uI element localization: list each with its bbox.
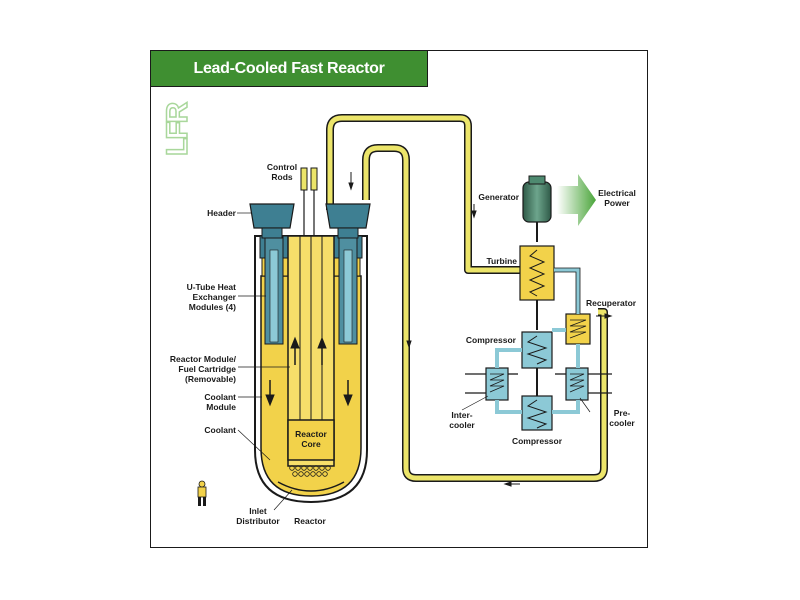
control-rods bbox=[300, 167, 318, 236]
control-rods-label-1: Control bbox=[267, 162, 297, 172]
compressor-upper-label: Compressor bbox=[466, 335, 517, 345]
recuperator bbox=[565, 313, 591, 345]
coolant-piping bbox=[326, 114, 608, 482]
fuel-pin-lattice bbox=[289, 465, 331, 477]
header-label: Header bbox=[207, 208, 237, 218]
precooler-label-1: Pre- bbox=[614, 408, 631, 418]
electrical-power-arrow bbox=[557, 174, 596, 226]
generator-label: Generator bbox=[478, 192, 519, 202]
u-tube-heat-exchangers bbox=[264, 235, 358, 345]
reactor-module-label-3: (Removable) bbox=[185, 374, 236, 384]
leader-lines bbox=[237, 212, 591, 511]
precooler-label-2: cooler bbox=[609, 418, 635, 428]
coolant-label: Coolant bbox=[204, 425, 236, 435]
gas-loop-piping bbox=[495, 268, 580, 414]
intercooler bbox=[485, 367, 509, 401]
compressor-lower bbox=[521, 395, 553, 431]
title-banner: Lead-Cooled Fast Reactor bbox=[151, 51, 428, 87]
control-rods-label-2: Rods bbox=[271, 172, 293, 182]
reactor-module-label-2: Fuel Cartridge bbox=[178, 364, 236, 374]
pipe-flow-arrows bbox=[348, 172, 613, 487]
turbine bbox=[519, 245, 555, 301]
inlet-distributor-label-1: Inlet bbox=[249, 506, 267, 516]
inlet-distributor-label-2: Distributor bbox=[236, 516, 280, 526]
intercooler-label-2: cooler bbox=[449, 420, 475, 430]
lfr-logo: LFR bbox=[161, 101, 194, 156]
u-tube-label-2: Exchanger bbox=[193, 292, 237, 302]
reactor-core-label-2: Core bbox=[301, 439, 321, 449]
electrical-power-label-2: Power bbox=[604, 198, 630, 208]
coolant-module-label-2: Module bbox=[206, 402, 236, 412]
reactor-core bbox=[287, 419, 335, 461]
header-left bbox=[249, 203, 295, 239]
compressor-lower-label: Compressor bbox=[512, 436, 563, 446]
precooler bbox=[565, 367, 589, 401]
header-right bbox=[325, 203, 371, 239]
turbine-label: Turbine bbox=[486, 256, 517, 266]
inlet-distributor bbox=[277, 481, 345, 492]
reactor-core-label-1: Reactor bbox=[295, 429, 327, 439]
recuperator-label: Recuperator bbox=[586, 298, 637, 308]
u-tube-label-1: U-Tube Heat bbox=[187, 282, 237, 292]
worker-figure bbox=[197, 480, 207, 506]
electrical-power-label-1: Electrical bbox=[598, 188, 636, 198]
reactor-module-label-1: Reactor Module/ bbox=[170, 354, 237, 364]
diagram-frame bbox=[150, 50, 648, 548]
reactor-label: Reactor bbox=[294, 516, 326, 526]
generator bbox=[522, 175, 552, 242]
u-tube-label-3: Modules (4) bbox=[189, 302, 236, 312]
intercooler-label-1: Inter- bbox=[451, 410, 472, 420]
vessel-flow-arrows bbox=[265, 336, 353, 407]
diagram-title: Lead-Cooled Fast Reactor bbox=[193, 59, 385, 77]
coolant-module-label-1: Coolant bbox=[204, 392, 236, 402]
gas-loop-piping-outline bbox=[554, 267, 581, 314]
compressor-upper bbox=[521, 331, 553, 369]
cooling-water-lines bbox=[465, 373, 612, 394]
